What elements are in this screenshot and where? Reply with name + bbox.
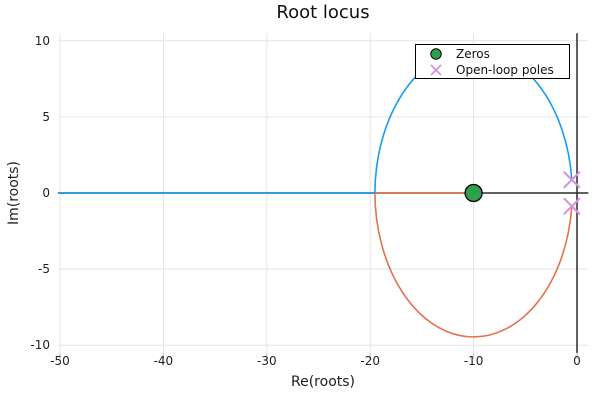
x-tick-label: -30: [256, 354, 277, 368]
y-tick-label: 5: [42, 109, 50, 124]
legend-label-zeros: Zeros: [456, 46, 490, 61]
circle-icon: [416, 47, 456, 61]
x-tick-label: 0: [573, 354, 581, 368]
x-icon: [416, 63, 456, 77]
pole-x-marker: [563, 171, 581, 189]
x-tick-label: -20: [360, 354, 380, 368]
x-tick-label: -40: [153, 354, 174, 368]
legend-item-poles: Open-loop poles: [416, 62, 569, 78]
x-tick-label: -50: [50, 354, 70, 368]
x-axis-label: Re(roots): [291, 374, 355, 390]
chart-title: Root locus: [276, 2, 370, 23]
y-tick-label: 10: [34, 33, 50, 48]
legend-label-poles: Open-loop poles: [456, 62, 554, 77]
zero-marker: [464, 183, 483, 203]
y-tick-label: -5: [38, 262, 50, 277]
y-tick-label: 0: [42, 186, 50, 200]
pole-x-marker: [563, 197, 581, 215]
x-tick-label: -10: [463, 354, 484, 368]
y-tick-label: -10: [30, 338, 50, 353]
legend-item-zeros: Zeros: [416, 46, 569, 62]
legend-box: Zeros Open-loop poles: [415, 44, 570, 79]
